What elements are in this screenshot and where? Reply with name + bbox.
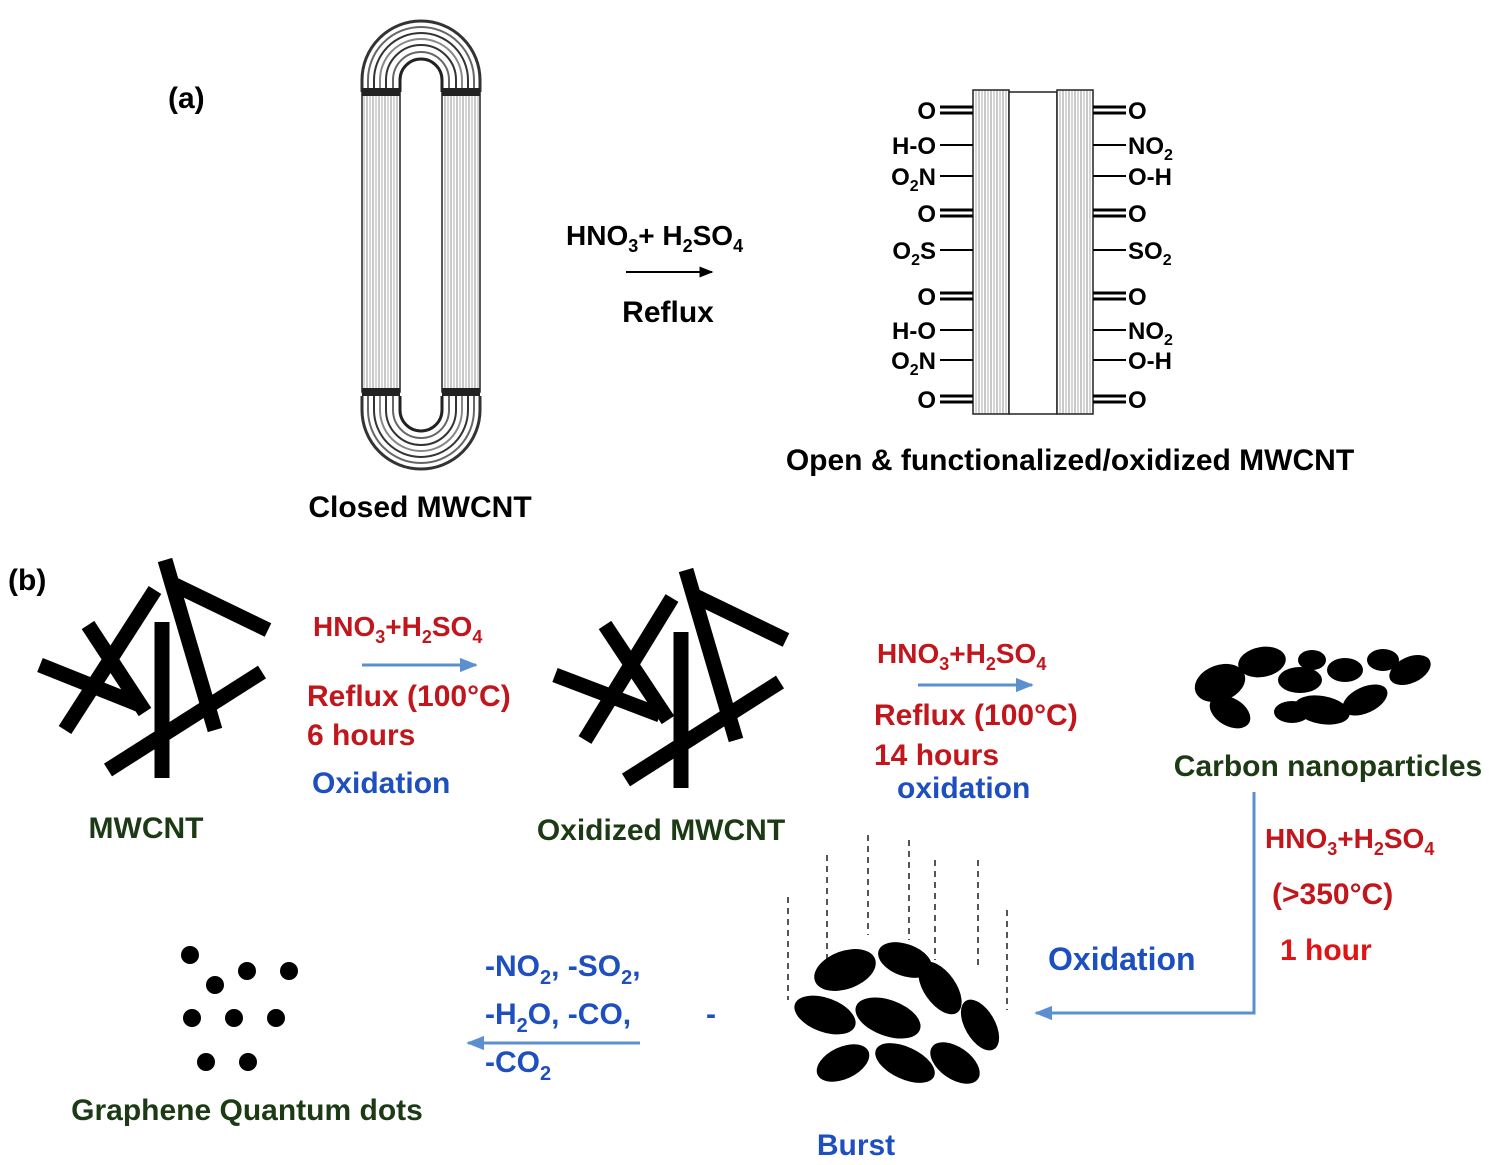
step2-reagent: HNO3+H2SO4 xyxy=(877,638,1046,674)
right-group-label: SO2 xyxy=(1128,238,1172,269)
left-group-9: O xyxy=(917,387,973,414)
right-group-4: O xyxy=(1093,201,1147,228)
panel-b-label: (b) xyxy=(8,564,46,597)
right-group-label: O xyxy=(1128,387,1147,414)
panel-a-label: (a) xyxy=(168,82,205,115)
reaction-condition-a: Reflux xyxy=(622,296,714,329)
step2-condition: Reflux (100°C) xyxy=(874,699,1078,732)
right-group-3: O-H xyxy=(1093,164,1172,191)
right-group-label: O xyxy=(1128,98,1147,125)
left-group-label: H-O xyxy=(892,318,936,345)
burst-lines-icon xyxy=(787,835,1008,1010)
left-group-label: O2S xyxy=(892,238,936,269)
right-group-2: NO2 xyxy=(1093,133,1173,164)
right-group-6: O xyxy=(1093,284,1147,311)
step3-process: Oxidation xyxy=(1048,941,1196,977)
step1-condition: Reflux (100°C) xyxy=(307,680,511,713)
mwcnt-sticks-icon xyxy=(37,557,272,778)
left-group-7: H-O xyxy=(892,318,973,345)
carbon-np-caption: Carbon nanoparticles xyxy=(1174,750,1482,783)
left-group-8: O2N xyxy=(891,348,973,379)
right-group-9: O xyxy=(1093,387,1147,414)
step2-process: oxidation xyxy=(897,772,1030,805)
reaction-reagent-a: HNO3+ H2SO4 xyxy=(566,220,743,256)
left-group-5: O2S xyxy=(892,238,973,269)
mwcnt-caption: MWCNT xyxy=(89,812,204,845)
left-group-6: O xyxy=(917,284,973,311)
left-group-1: O xyxy=(917,98,973,125)
gqd-caption: Graphene Quantum dots xyxy=(71,1094,423,1127)
left-group-label: H-O xyxy=(892,133,936,160)
burst-particles-icon xyxy=(794,942,1000,1084)
right-group-label: O-H xyxy=(1128,164,1172,191)
right-group-label: NO2 xyxy=(1128,133,1173,164)
left-group-3: O2N xyxy=(891,164,973,195)
step4-line1: -NO2, -SO2, xyxy=(485,950,641,989)
right-group-8: O-H xyxy=(1093,348,1172,375)
open-mwcnt-tube xyxy=(972,89,1094,415)
right-group-label: O xyxy=(1128,201,1147,228)
right-group-1: O xyxy=(1093,98,1147,125)
step3-reagent: HNO3+H2SO4 xyxy=(1265,823,1434,859)
step4-line2: -H2O, -CO, xyxy=(485,998,631,1037)
left-group-label: O xyxy=(917,284,936,311)
carbon-nanoparticles-icon xyxy=(1194,646,1431,729)
left-group-4: O xyxy=(917,201,973,228)
right-group-5: SO2 xyxy=(1093,238,1172,269)
step3-condition: (>350°C) xyxy=(1272,878,1393,911)
open-mwcnt-caption: Open & functionalized/oxidized MWCNT xyxy=(786,444,1354,477)
left-group-label: O2N xyxy=(891,164,936,195)
left-group-label: O xyxy=(917,387,936,414)
step4-line3: -CO2 xyxy=(485,1046,551,1085)
left-group-2: H-O xyxy=(892,133,973,160)
closed-mwcnt-caption: Closed MWCNT xyxy=(308,491,531,524)
step4-dash: - xyxy=(706,998,716,1031)
right-group-label: O-H xyxy=(1128,348,1172,375)
right-group-label: O xyxy=(1128,284,1147,311)
right-group-7: NO2 xyxy=(1093,318,1173,349)
step1-time: 6 hours xyxy=(307,719,415,752)
step3-time: 1 hour xyxy=(1280,934,1372,967)
step1-reagent: HNO3+H2SO4 xyxy=(313,611,482,647)
left-group-label: O xyxy=(917,98,936,125)
oxidized-mwcnt-sticks-icon xyxy=(552,567,790,788)
left-functional-groups: O H-O O2N O O2S O H-O O2N O xyxy=(891,98,973,414)
right-group-label: NO2 xyxy=(1128,318,1173,349)
left-group-label: O2N xyxy=(891,348,936,379)
closed-mwcnt-tube xyxy=(360,19,482,471)
left-group-label: O xyxy=(917,201,936,228)
oxidized-mwcnt-caption: Oxidized MWCNT xyxy=(537,814,785,847)
quantum-dots-icon xyxy=(181,946,298,1071)
step1-process: Oxidation xyxy=(312,767,450,800)
step3-arrow xyxy=(1034,792,1256,1021)
step2-time: 14 hours xyxy=(874,739,999,772)
burst-caption: Burst xyxy=(817,1129,895,1162)
